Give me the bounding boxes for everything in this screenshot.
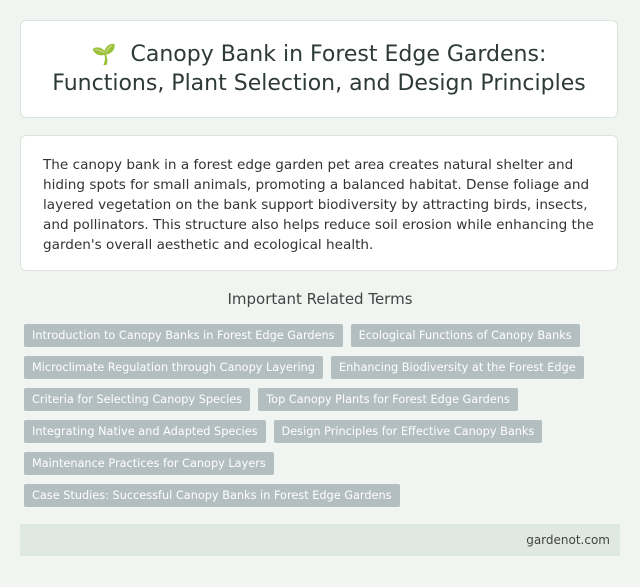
page-title: 🌱 Canopy Bank in Forest Edge Gardens: Fun… bbox=[52, 40, 585, 98]
term-tag[interactable]: Enhancing Biodiversity at the Forest Edg… bbox=[330, 356, 584, 379]
seedling-icon: 🌱 bbox=[91, 42, 117, 66]
description-card: The canopy bank in a forest edge garden … bbox=[20, 135, 618, 271]
term-tag[interactable]: Top Canopy Plants for Forest Edge Garden… bbox=[258, 388, 518, 411]
footer-site-link[interactable]: gardenot.com bbox=[526, 533, 610, 547]
term-tag[interactable]: Integrating Native and Adapted Species bbox=[24, 420, 266, 443]
term-tag[interactable]: Maintenance Practices for Canopy Layers bbox=[24, 452, 274, 475]
title-card: 🌱 Canopy Bank in Forest Edge Gardens: Fun… bbox=[20, 20, 618, 118]
footer: gardenot.com bbox=[20, 524, 620, 556]
title-line-1: Canopy Bank in Forest Edge Gardens: bbox=[130, 42, 547, 67]
term-tag[interactable]: Criteria for Selecting Canopy Species bbox=[24, 388, 251, 411]
related-terms-list: Introduction to Canopy Banks in Forest E… bbox=[24, 324, 604, 507]
term-tag[interactable]: Case Studies: Successful Canopy Banks in… bbox=[24, 484, 400, 507]
related-terms-heading: Important Related Terms bbox=[227, 290, 413, 308]
term-tag[interactable]: Ecological Functions of Canopy Banks bbox=[350, 324, 580, 347]
term-tag[interactable]: Microclimate Regulation through Canopy L… bbox=[24, 356, 323, 379]
term-tag[interactable]: Design Principles for Effective Canopy B… bbox=[273, 420, 543, 443]
description-text: The canopy bank in a forest edge garden … bbox=[43, 157, 594, 253]
title-line-2: Functions, Plant Selection, and Design P… bbox=[52, 71, 586, 96]
term-tag[interactable]: Introduction to Canopy Banks in Forest E… bbox=[24, 324, 343, 347]
